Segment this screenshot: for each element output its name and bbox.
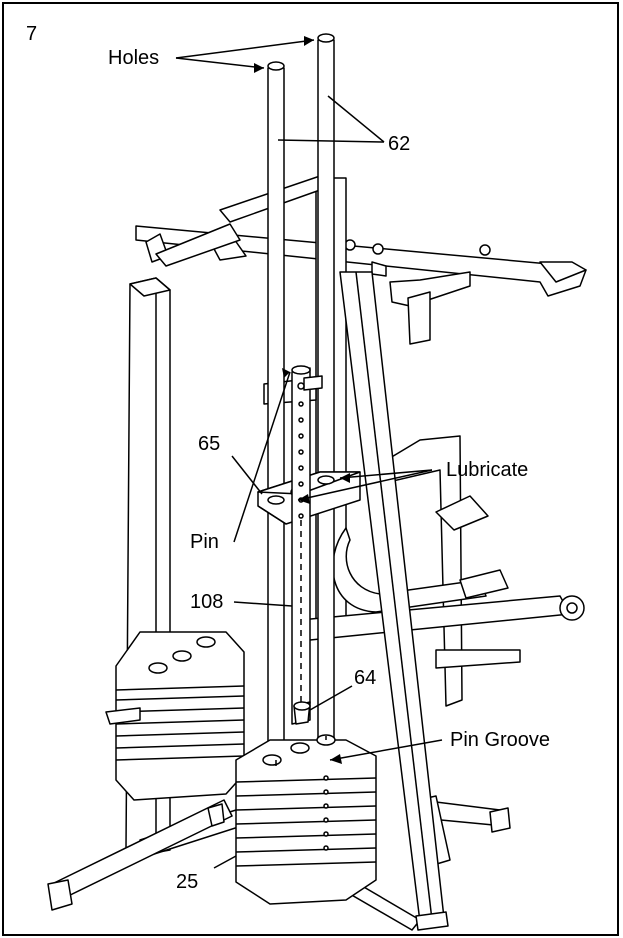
label-pin-groove: Pin Groove [450,729,550,751]
leader-arrowheads [254,36,350,764]
leader-lines [175,39,443,869]
alignment-lines [275,520,327,766]
front-weight-stack [235,734,377,905]
front-diagonal-leg [339,271,449,931]
label-holes: Holes [108,47,159,69]
label-part-64: 64 [354,667,376,689]
top-crossbar [135,225,587,345]
label-pin: Pin [190,531,219,553]
label-part-62: 62 [388,133,410,155]
label-part-25: 25 [176,871,198,893]
label-lubricate: Lubricate [446,459,528,481]
rear-weight-stack [105,631,245,801]
selector-plug [293,701,311,725]
label-part-108: 108 [190,591,223,613]
step-number: 7 [26,23,37,45]
label-part-65: 65 [198,433,220,455]
